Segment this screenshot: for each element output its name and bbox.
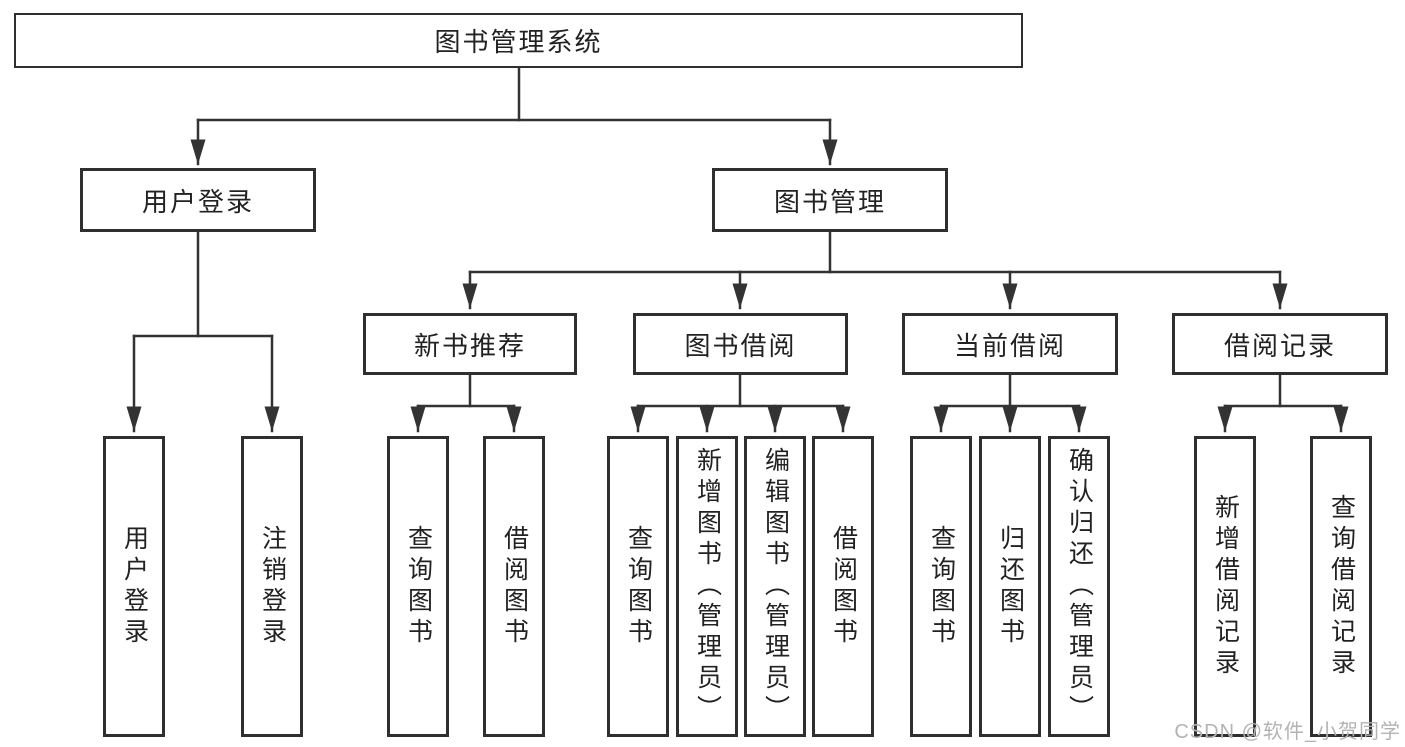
node-book-management: 图书管理 (712, 168, 948, 232)
node-edit-books-admin: 编辑图书（管理员） (744, 436, 806, 737)
node-current-borrowing: 当前借阅 (902, 313, 1118, 375)
node-borrow-books-1: 借阅图书 (483, 436, 545, 737)
node-borrowing-records: 借阅记录 (1172, 313, 1388, 375)
csdn-watermark: CSDN @软件_小贺同学 (1174, 721, 1401, 743)
node-new-book-recommend: 新书推荐 (363, 313, 577, 375)
node-add-borrow-record: 新增借阅记录 (1194, 436, 1256, 737)
node-user-login: 用户登录 (80, 168, 316, 232)
node-confirm-return-admin: 确认归还（管理员） (1048, 436, 1110, 737)
node-query-books-1: 查询图书 (387, 436, 449, 737)
node-query-books-2: 查询图书 (607, 436, 669, 737)
node-add-books-admin: 新增图书（管理员） (676, 436, 738, 737)
node-library-management-system: 图书管理系统 (14, 13, 1023, 68)
node-return-books: 归还图书 (979, 436, 1041, 737)
node-query-borrow-record: 查询借阅记录 (1310, 436, 1372, 737)
node-user-login-action: 用户登录 (103, 436, 165, 737)
node-borrow-books-2: 借阅图书 (812, 436, 874, 737)
node-query-books-3: 查询图书 (910, 436, 972, 737)
node-logout: 注销登录 (241, 436, 303, 737)
node-book-borrowing: 图书借阅 (633, 313, 848, 375)
